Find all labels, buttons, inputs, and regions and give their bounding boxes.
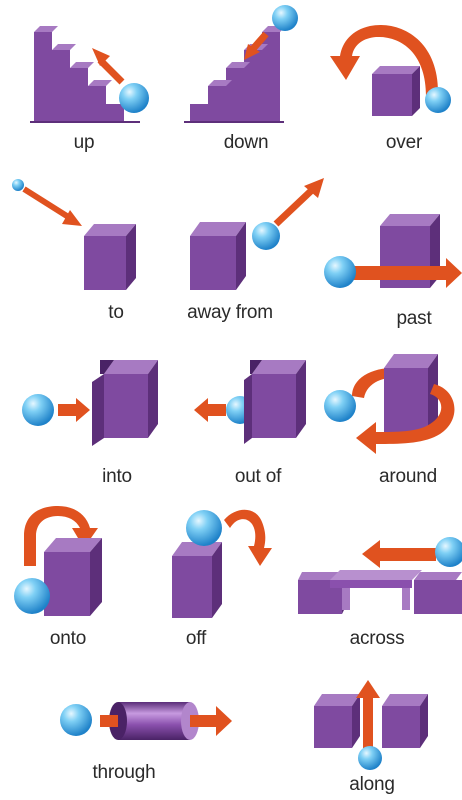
cube [244, 360, 306, 444]
away-from-illustration [190, 178, 324, 290]
ball [60, 704, 92, 736]
curved-arrow-icon [330, 24, 439, 96]
label-across: across [349, 628, 405, 649]
along-illustration [314, 680, 428, 770]
arrow-icon [22, 186, 82, 226]
right-cube [382, 694, 428, 748]
ball [14, 578, 50, 614]
label-to: to [108, 302, 124, 323]
cube [172, 542, 222, 618]
through-illustration [60, 702, 232, 740]
curved-arrow-icon [24, 506, 98, 566]
into-illustration [22, 360, 158, 446]
staircase [34, 32, 124, 122]
label-into: into [102, 466, 132, 487]
ball [435, 537, 462, 567]
cube [92, 360, 158, 446]
onto-illustration [14, 506, 102, 616]
ball [358, 746, 382, 770]
label-along: along [349, 774, 395, 795]
label-past: past [396, 308, 432, 329]
ball [119, 83, 149, 113]
arrow-icon [356, 680, 380, 750]
cube [44, 538, 102, 616]
cube [384, 354, 438, 432]
label-down: down [223, 132, 269, 153]
arrow-icon [92, 48, 125, 85]
label-up: up [73, 132, 95, 153]
label-over: over [385, 132, 423, 153]
cube [84, 224, 136, 290]
left-cube [314, 694, 360, 748]
staircase [190, 32, 280, 122]
bridge [330, 570, 422, 610]
label-out-of: out of [234, 466, 282, 487]
curved-arrow-bottom-icon [356, 384, 455, 454]
off-illustration [172, 509, 272, 618]
label-off: off [185, 628, 207, 649]
cube [190, 222, 246, 290]
over-illustration [330, 24, 451, 116]
arrow-icon [273, 178, 324, 227]
out-of-illustration [194, 360, 306, 444]
arrow-icon [58, 398, 90, 422]
arrow-icon [244, 31, 269, 60]
to-illustration [12, 179, 136, 290]
past-illustration [324, 214, 462, 288]
label-away-from: away from [187, 302, 273, 323]
arrow-icon [194, 398, 226, 422]
up-illustration [30, 26, 149, 123]
label-through: through [92, 762, 156, 783]
ball [252, 222, 280, 250]
around-illustration [324, 354, 455, 454]
ball [324, 390, 356, 422]
arrow-icon [362, 540, 436, 568]
ball [186, 510, 222, 546]
ball [12, 179, 24, 191]
ball [425, 87, 451, 113]
ball [22, 394, 54, 426]
label-onto: onto [49, 628, 87, 649]
ball [324, 256, 356, 288]
arrow-icon [352, 258, 462, 288]
right-block [414, 572, 462, 614]
down-illustration [184, 5, 298, 123]
label-around: around [379, 466, 437, 487]
tube [109, 702, 199, 740]
across-illustration [298, 537, 462, 614]
cube [372, 66, 420, 116]
curved-arrow-icon [224, 509, 272, 566]
ball [272, 5, 298, 31]
arrow-icon [100, 706, 232, 736]
